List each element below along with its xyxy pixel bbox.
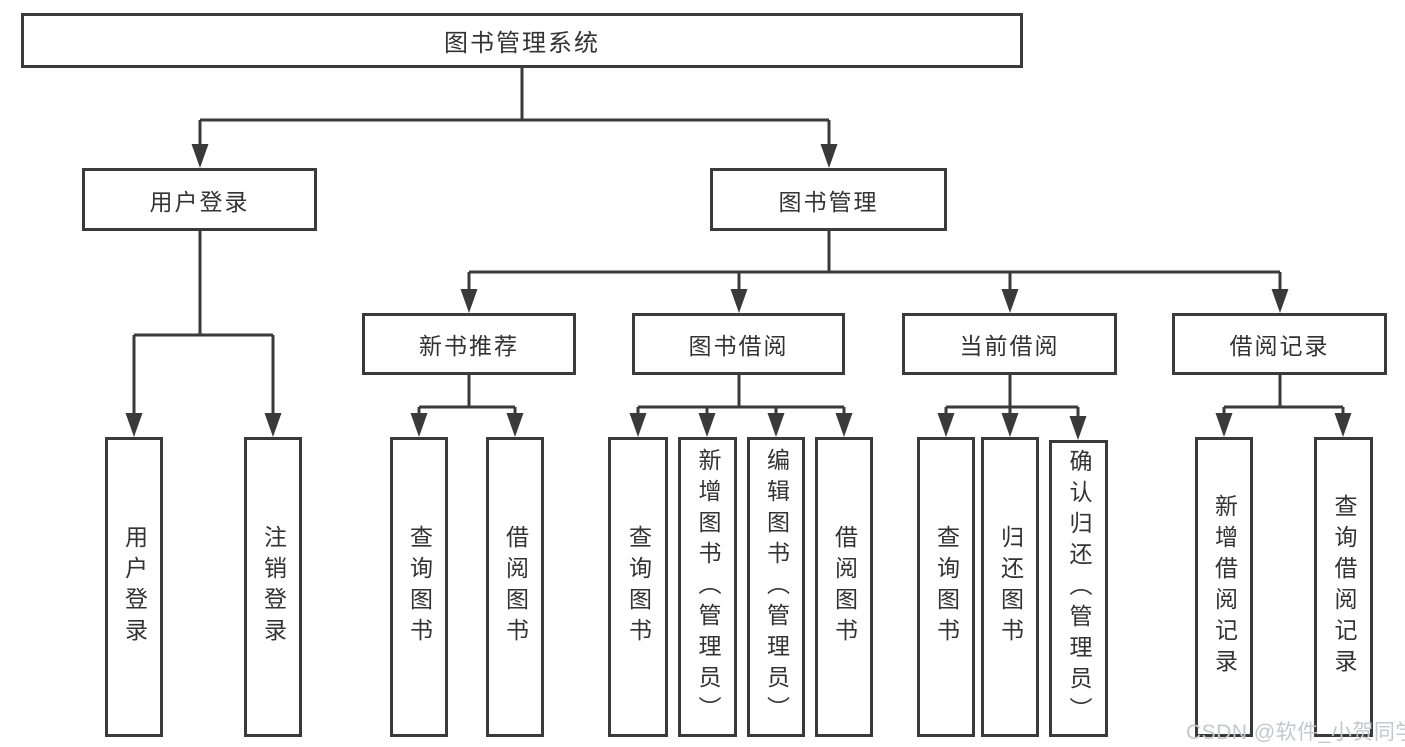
node-label: 图书借阅 (688, 333, 789, 359)
node-label: 用户登录 (149, 188, 250, 215)
csdn-watermark: CSDN @软件_小贺同学 (1186, 721, 1405, 744)
node-user-login-module: 用户登录 (82, 168, 317, 231)
leaf-query-borrow-record: 查询借阅记录 (1314, 437, 1373, 737)
leaf-query-books-recommend: 查询图书 (390, 437, 448, 737)
leaf-user-login: 用户登录 (105, 437, 163, 737)
leaf-confirm-return-admin: 确认归还（管理员） (1049, 440, 1108, 737)
leaf-label: 归还图书 (997, 525, 1024, 649)
leaf-borrow-books-recommend: 借阅图书 (486, 437, 544, 737)
node-label: 当前借阅 (959, 333, 1060, 359)
leaf-logout: 注销登录 (244, 437, 302, 737)
leaf-label: 借阅图书 (831, 525, 858, 649)
leaf-query-books-borrow: 查询图书 (608, 437, 668, 737)
arrowheads (125, 144, 1352, 440)
leaf-borrow-books: 借阅图书 (815, 437, 873, 737)
node-book-borrow: 图书借阅 (632, 313, 845, 375)
leaf-label: 查询图书 (933, 525, 960, 649)
node-book-management-module: 图书管理 (710, 168, 947, 231)
leaf-query-books-current: 查询图书 (917, 437, 975, 737)
leaf-edit-books-admin: 编辑图书（管理员） (747, 437, 805, 737)
leaf-label: 注销登录 (260, 525, 287, 649)
node-new-book-recommend: 新书推荐 (362, 313, 576, 375)
node-label: 图书管理 (778, 188, 879, 215)
leaf-return-books: 归还图书 (981, 437, 1039, 737)
leaf-label: 查询图书 (625, 525, 652, 649)
leaf-label: 新增图书（管理员） (695, 447, 721, 727)
node-label: 新书推荐 (419, 333, 519, 359)
node-label: 借阅记录 (1229, 333, 1330, 359)
leaf-label: 查询图书 (406, 525, 433, 649)
leaf-add-books-admin: 新增图书（管理员） (678, 437, 737, 737)
leaf-label: 用户登录 (121, 525, 148, 649)
node-borrow-record: 借阅记录 (1172, 313, 1387, 375)
node-root-label: 图书管理系统 (444, 30, 600, 57)
leaf-label: 借阅图书 (502, 525, 529, 649)
leaf-label: 编辑图书（管理员） (763, 447, 790, 727)
leaf-label: 确认归还（管理员） (1066, 449, 1092, 728)
leaf-label: 查询借阅记录 (1331, 494, 1357, 680)
node-root-system: 图书管理系统 (21, 13, 1023, 68)
leaf-add-borrow-record: 新增借阅记录 (1195, 437, 1253, 737)
leaf-label: 新增借阅记录 (1211, 494, 1238, 680)
node-current-borrow: 当前借阅 (902, 313, 1117, 375)
